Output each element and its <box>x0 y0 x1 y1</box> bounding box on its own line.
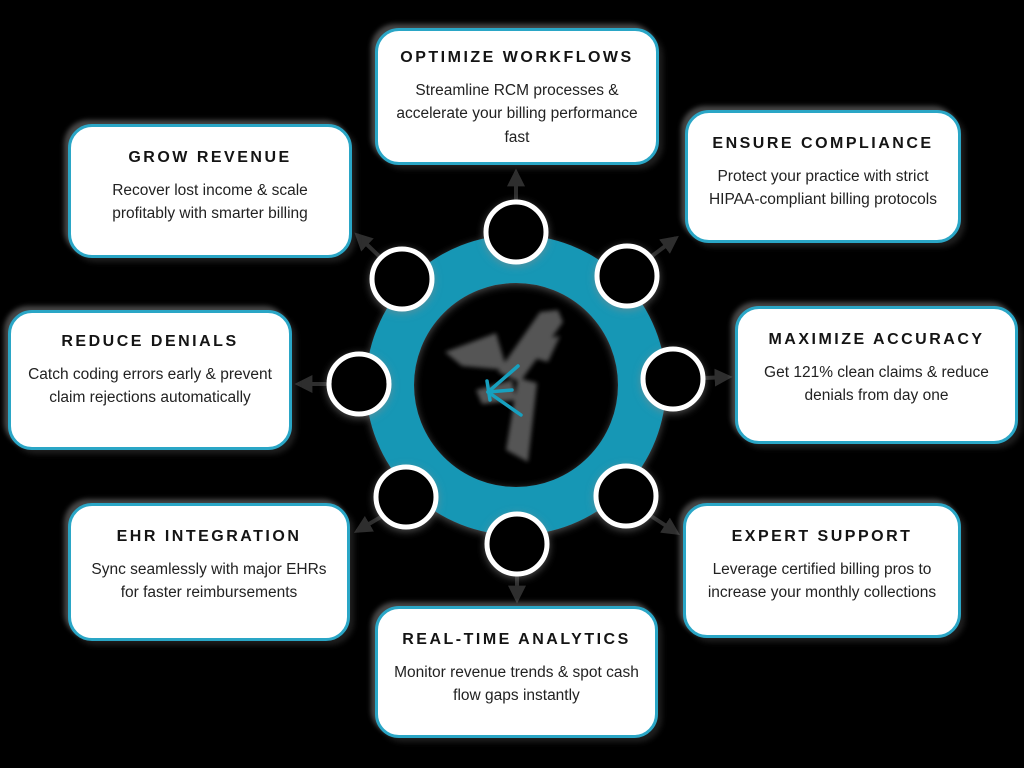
node-circle-top-left <box>369 246 435 312</box>
callout-title: OPTIMIZE WORKFLOWS <box>400 49 634 66</box>
callout-expert-support: EXPERT SUPPORT Leverage certified billin… <box>683 503 961 638</box>
node-circle-right <box>640 346 706 412</box>
callout-description: Recover lost income & scale profitably w… <box>112 182 308 223</box>
callout-title: REAL-TIME ANALYTICS <box>402 631 631 648</box>
callout-description: Catch coding errors early & prevent clai… <box>28 366 272 407</box>
connector-right <box>703 368 733 387</box>
callout-title: REDUCE DENIALS <box>61 333 239 350</box>
connector-top-right <box>646 235 679 261</box>
callout-description: Protect your practice with strict HIPAA-… <box>708 168 937 209</box>
callout-ehr-integration: EHR INTEGRATION Sync seamlessly with maj… <box>68 503 350 641</box>
spoke-nodes <box>326 199 706 577</box>
logo-arrow-icon <box>485 364 523 417</box>
node-circle-top <box>483 199 549 265</box>
callout-description: Sync seamlessly with major EHRs for fast… <box>91 561 327 602</box>
callout-optimize-workflows: OPTIMIZE WORKFLOWS Streamline RCM proces… <box>375 28 659 165</box>
center-logo <box>445 310 563 462</box>
node-circle-left <box>326 351 392 417</box>
callout-title: ENSURE COMPLIANCE <box>712 135 934 152</box>
callout-reduce-denials: REDUCE DENIALS Catch coding errors early… <box>8 310 292 450</box>
callout-description: Monitor revenue trends & spot cash flow … <box>394 664 639 705</box>
callout-title: EHR INTEGRATION <box>116 528 302 545</box>
callout-description: Streamline RCM processes & accelerate yo… <box>396 82 638 146</box>
node-circle-bottom-left <box>373 464 439 530</box>
callout-description: Get 121% clean claims & reduce denials f… <box>764 364 989 405</box>
callout-real-time-analytics: REAL-TIME ANALYTICS Monitor revenue tren… <box>375 606 658 738</box>
connector-bottom-right <box>646 512 681 535</box>
callout-grow-revenue: GROW REVENUE Recover lost income & scale… <box>68 124 352 258</box>
callout-ensure-compliance: ENSURE COMPLIANCE Protect your practice … <box>685 110 961 243</box>
node-circle-bottom-right <box>593 463 659 529</box>
node-circle-bottom <box>484 511 550 577</box>
callout-description: Leverage certified billing pros to incre… <box>707 561 937 602</box>
logo-watermark-shape <box>445 310 563 462</box>
callout-maximize-accuracy: MAXIMIZE ACCURACY Get 121% clean claims … <box>735 306 1018 444</box>
connector-top-left <box>354 232 382 259</box>
node-circle-top-right <box>594 243 660 309</box>
callout-title: GROW REVENUE <box>128 149 292 166</box>
callout-title: EXPERT SUPPORT <box>731 528 913 545</box>
callout-title: MAXIMIZE ACCURACY <box>768 331 985 348</box>
